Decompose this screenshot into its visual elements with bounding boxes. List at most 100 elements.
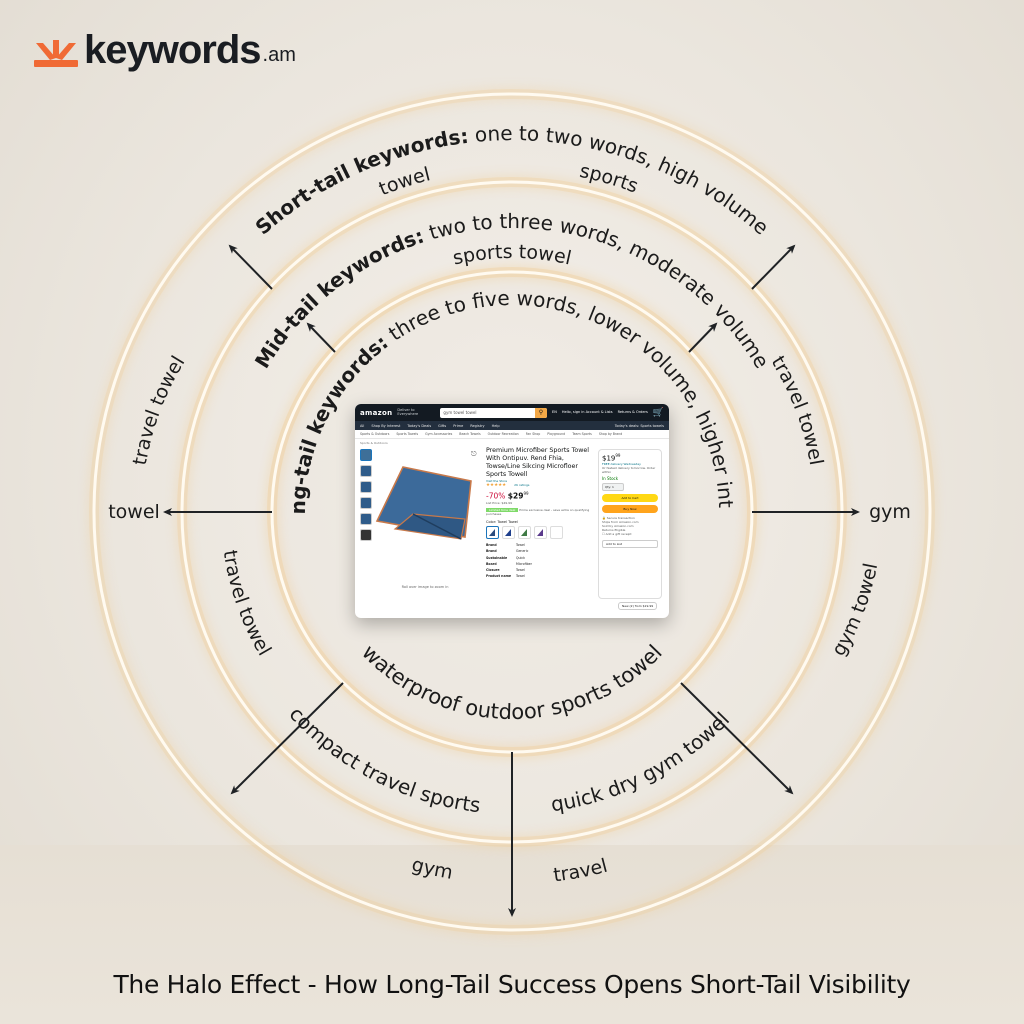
stock-status: In Stock (602, 476, 619, 482)
arrow-up-right-outer (751, 244, 796, 290)
price-cents: 99 (523, 491, 529, 497)
expansion-arrows (163, 244, 860, 917)
color-swatch-green[interactable] (518, 525, 531, 539)
search-icon[interactable]: ⚲ (534, 407, 547, 418)
product-details: Premium Microfiber Sports Towel With Ont… (486, 447, 594, 580)
deal-text: Prime exclusive deal - save extra on qua… (486, 507, 590, 516)
nav-item[interactable]: Gifts (438, 423, 447, 428)
brand-tld: .am (262, 44, 296, 66)
subnav-item[interactable]: Gym Accessories (425, 432, 453, 436)
subnav-item[interactable]: Shop by Brand (598, 432, 623, 436)
amazon-logo[interactable]: amazon (360, 408, 393, 417)
list-price: List Price: $49.99 (486, 500, 512, 505)
mid-term-travel-towel-upper-right: travel towel (767, 352, 828, 467)
returns-policy: Returns Eligible (602, 528, 626, 533)
thumbnail[interactable] (360, 465, 372, 477)
language-flag[interactable]: EN (551, 409, 557, 414)
product-body: ⎋ Roll over image to zoom in Premium Mic… (355, 447, 669, 617)
cart-icon[interactable]: 🛒 (652, 407, 664, 418)
nav-item[interactable]: Today's Deals (407, 423, 432, 428)
arrow-up-left-inner (306, 322, 336, 353)
arrow-up-right-inner (688, 322, 718, 353)
add-to-cart-button[interactable]: Add to Cart (602, 494, 658, 503)
mid-term-sports-towel: sports towel (451, 241, 574, 270)
short-term-travel-bottom: travel (552, 855, 610, 887)
amazon-nav: All Shop By Interest Today's Deals Gifts… (355, 421, 669, 430)
delivery-info[interactable]: FREE delivery Wednesday (602, 462, 641, 467)
deal-row: Limited time deal Prime exclusive deal -… (486, 507, 594, 516)
search-input[interactable]: gym towel towel (443, 410, 477, 415)
towel-product-image[interactable] (373, 459, 473, 559)
page-title: The Halo Effect - How Long-Tail Success … (113, 970, 911, 999)
subnav-item[interactable]: Team Sports (572, 432, 592, 436)
thumbnail[interactable] (360, 449, 372, 461)
color-swatch-purple[interactable] (534, 525, 547, 539)
nav-item[interactable]: Registry (470, 423, 485, 428)
arrow-down-left (230, 682, 344, 795)
deliver-to[interactable]: Deliver to Everywhere (397, 407, 419, 416)
thumbnail[interactable] (360, 481, 372, 493)
subnav-item[interactable]: Beach Towels (459, 432, 481, 436)
mid-term-travel-towel-upper-left: travel towel (129, 352, 190, 467)
price: $29 (507, 491, 524, 501)
color-swatch-white[interactable] (550, 525, 563, 539)
arrow-up-left-outer (228, 244, 273, 290)
returns-orders[interactable]: Returns & Orders (617, 409, 648, 414)
nav-item[interactable]: All (360, 423, 365, 428)
image-caption: Roll over image to zoom in (401, 585, 449, 589)
color-swatch-navy[interactable] (486, 525, 499, 539)
thumbnail[interactable] (360, 529, 372, 541)
subnav-item[interactable]: Fan Shop (525, 432, 541, 436)
store-link[interactable]: Visit the Store (486, 479, 508, 484)
gift-receipt[interactable]: ☐ Add a gift receipt (602, 532, 632, 537)
ships-from: Ships from Amazon.com (602, 520, 639, 525)
star-rating[interactable]: ★★★★★2K ratings (486, 483, 530, 489)
amazon-header: amazon Deliver to Everywhere gym towel t… (355, 404, 669, 421)
amazon-subnav: Sports & Outdoors Sports Towels Gym Acce… (355, 430, 669, 439)
nav-item[interactable]: Shop By Interest (371, 423, 401, 428)
thumbnail[interactable] (360, 513, 372, 525)
sold-by: Sold by Amazon.com (602, 524, 634, 529)
subnav-item[interactable]: Outdoor Recreation (487, 432, 519, 436)
amazon-search-bar[interactable]: gym towel towel ⚲ (440, 407, 547, 418)
buybox-price: $1999 (602, 453, 621, 463)
share-icon[interactable]: ⎋ (471, 450, 477, 458)
subnav-item[interactable]: Playground (547, 432, 566, 436)
nav-promo[interactable]: Today's deals: Sports towels (614, 423, 664, 428)
keywords-logo-mark-icon (34, 40, 78, 67)
discount-percent: -70% (486, 491, 506, 501)
color-swatch-blue[interactable] (502, 525, 515, 539)
arrow-down-right (680, 682, 794, 795)
subnav-item[interactable]: Sports & Outdoors (360, 432, 390, 436)
buy-now-button[interactable]: Buy Now (602, 505, 658, 514)
other-sellers-button[interactable]: New (2) from $19.99 (618, 602, 658, 610)
quantity-select[interactable]: Qty: 1 (602, 483, 624, 492)
subnav-item[interactable]: Sports Towels (396, 432, 419, 436)
color-label: Color: Towel Towel (486, 519, 518, 524)
rating-count[interactable]: 2K ratings (514, 483, 530, 488)
add-to-list-button[interactable]: Add to List (602, 540, 658, 549)
brand-name: keywords (84, 28, 262, 72)
amazon-product-card: amazon Deliver to Everywhere gym towel t… (355, 404, 669, 618)
short-term-towel-left: towel (108, 501, 160, 523)
account-menu[interactable]: Hello, sign in Account & Lists (561, 409, 613, 414)
short-term-gym-right: gym (869, 501, 911, 523)
thumbnail[interactable] (360, 497, 372, 509)
mid-term-travel-towel-lower-left: travel towel (219, 549, 276, 660)
nav-item[interactable]: Help (491, 423, 500, 428)
nav-item[interactable]: Prime (453, 423, 464, 428)
deal-badge: Limited time deal (486, 507, 519, 512)
ring-short-tail (89, 89, 935, 935)
buy-box: $1999 FREE delivery Wednesday Or fastest… (598, 449, 662, 599)
thumbnail-strip (360, 449, 372, 541)
brand-logo: keywords .am (34, 30, 296, 70)
breadcrumb[interactable]: Sports & Outdoors (360, 441, 388, 445)
price-row: -70% $2999 (486, 491, 594, 501)
